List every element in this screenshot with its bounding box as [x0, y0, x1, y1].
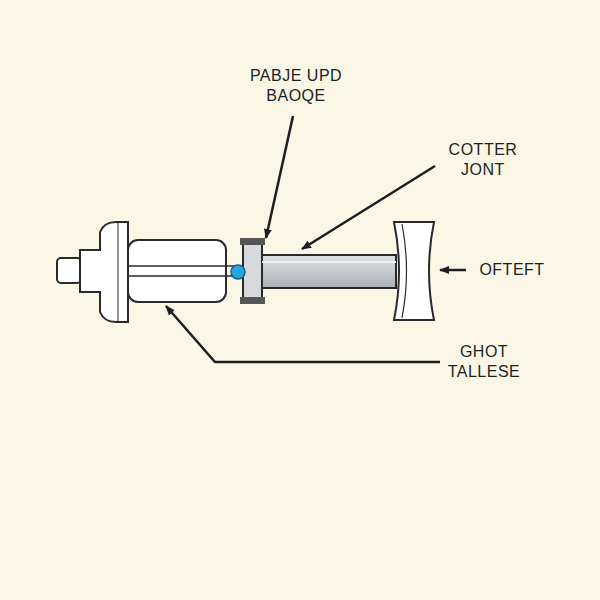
part-label: GHOT TALLESE: [438, 342, 530, 382]
part-label: PABJE UPD BAOQE: [237, 66, 355, 106]
part-label: COTTER JONT: [441, 140, 525, 180]
part-label: OFTEFT: [467, 260, 557, 280]
leader-lines: [166, 116, 466, 362]
rod: [262, 255, 396, 288]
socket-end: [57, 222, 242, 322]
end-disc: [394, 222, 434, 320]
collar: [231, 238, 265, 304]
